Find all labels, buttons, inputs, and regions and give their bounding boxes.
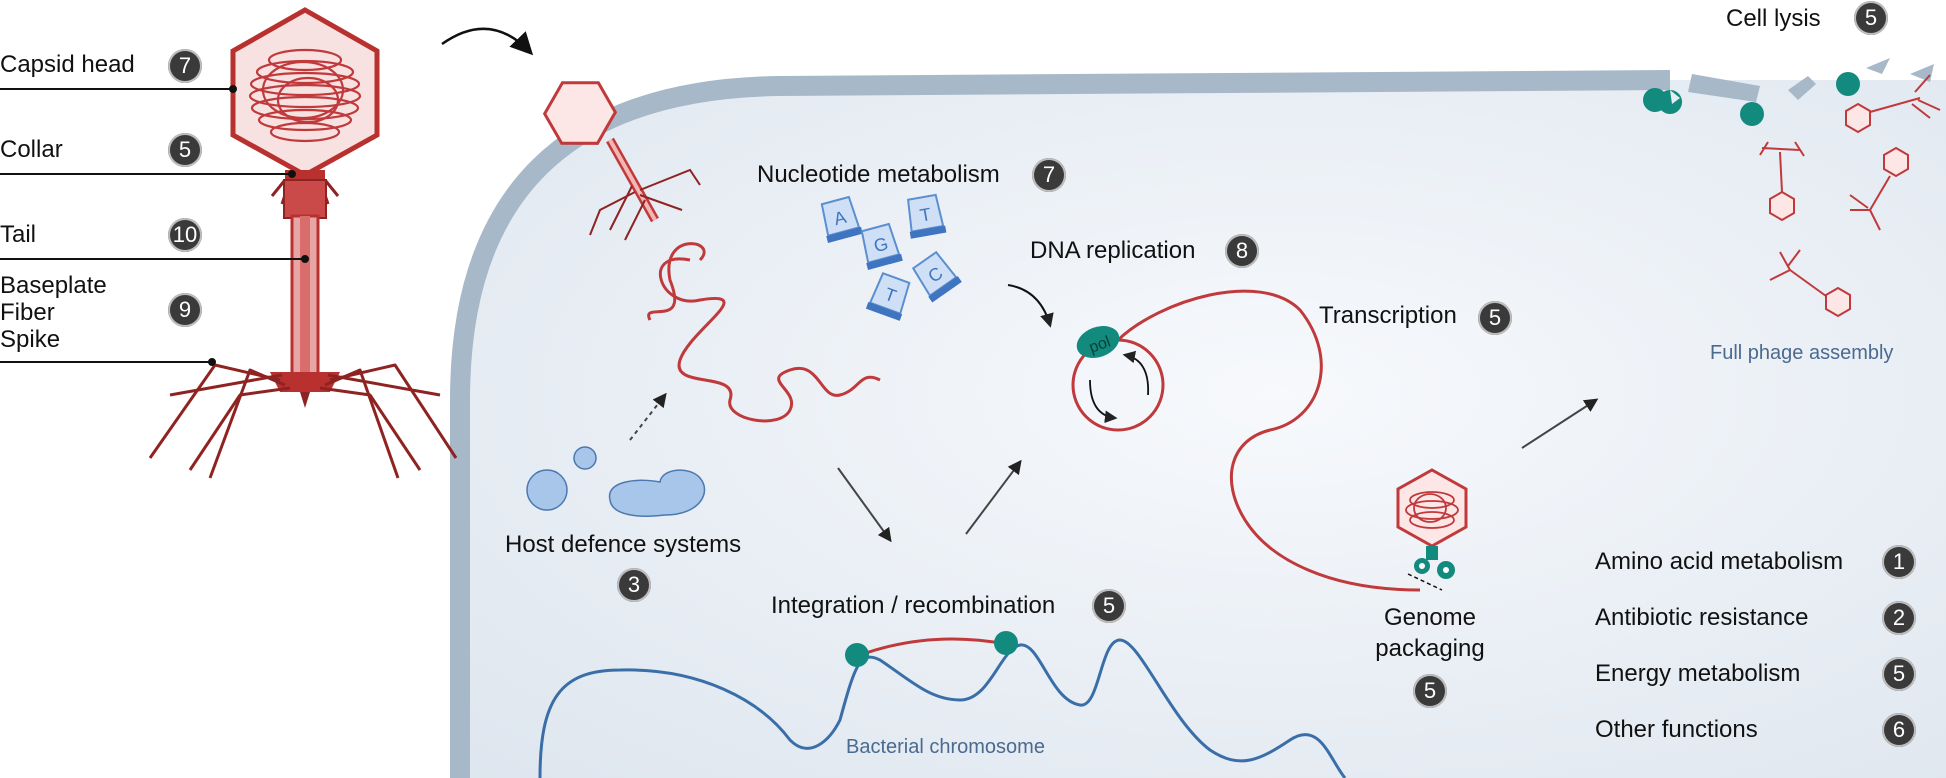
cell-wall-fragment [1910, 64, 1934, 82]
legend-item-label: Other functions [1595, 716, 1758, 743]
host-defence-label: Host defence systems [505, 531, 742, 558]
nucleotide-label: A [832, 207, 849, 229]
infecting-phage [441, 27, 701, 241]
nucleotide-c: C [911, 250, 962, 303]
capsid-head-count-badge: 7 [168, 49, 202, 83]
collar-whiskers [270, 179, 340, 205]
bacterial-chromosome [538, 631, 1347, 778]
released-phages [1759, 74, 1941, 318]
nucleotide-label: T [918, 204, 932, 226]
dna-coil-icon [248, 48, 362, 143]
nucleotide-t2: T [865, 272, 911, 321]
legend-item-badge: 6 [1882, 713, 1916, 747]
lysin-icons [1643, 72, 1860, 126]
dna-replication-label: DNA replication [1030, 237, 1196, 264]
cell-wall [450, 70, 1671, 778]
integration-label: Integration / recombination [771, 592, 1056, 619]
genome-packaging-label-line1: Genome [1383, 604, 1477, 631]
fiber-label: Fiber [0, 299, 55, 326]
nucleotide-metabolism-label: Nucleotide metabolism [757, 161, 1000, 188]
genome-packaging-label-line2: packaging [1375, 635, 1485, 662]
tail-count-badge: 10 [168, 218, 202, 252]
polymerase-icon: pol [1076, 326, 1120, 358]
legend-item-label: Amino acid metabolism [1595, 548, 1844, 575]
replication-arrow [1007, 284, 1054, 328]
legend-item-label: Energy metabolism [1595, 660, 1801, 687]
capsid-head-label: Capsid head [0, 51, 135, 78]
anatomy-leader-lines [0, 85, 309, 366]
collar-label: Collar [0, 136, 63, 163]
genome-packaging-badge: 5 [1413, 674, 1447, 708]
bacterial-cell [450, 58, 1946, 778]
rotation-arrow-left [1089, 379, 1118, 424]
cell-lysis-badge: 5 [1854, 1, 1888, 35]
host-defence-badge: 3 [617, 568, 651, 602]
phage-anatomy [0, 7, 458, 479]
nucleotide-metabolism-badge: 7 [1032, 158, 1066, 192]
baseplate-label: Baseplate [0, 272, 107, 299]
dna-replication-badge: 8 [1225, 234, 1259, 268]
full-phage-assembly-label: Full phage assembly [1710, 342, 1894, 364]
nucleotide-a: A [820, 195, 863, 243]
tail-label: Tail [0, 221, 37, 248]
defence-protein [526, 469, 568, 511]
baseplate-count-badge: 9 [168, 293, 202, 327]
tail-fibers [148, 363, 458, 479]
integration-to-replication-arrow [965, 459, 1022, 535]
cell-wall-fragment [1788, 76, 1816, 100]
bacterial-chromosome-label: Bacterial chromosome [846, 736, 1045, 758]
host-defence [526, 242, 881, 517]
integration-badge: 5 [1092, 589, 1126, 623]
infection-arrow [441, 27, 534, 56]
packaging-phage [1396, 468, 1468, 591]
defence-enzyme [608, 469, 706, 517]
phage-dna-strand [659, 257, 881, 423]
transcription-label: Transcription [1319, 302, 1457, 329]
integrated-prophage [859, 637, 1007, 657]
cell-lysis-label: Cell lysis [1726, 5, 1821, 32]
transcription-badge: 5 [1478, 301, 1512, 335]
nucleotide-t: T [906, 193, 947, 239]
integrase-icon [845, 643, 869, 667]
legend-item-badge: 2 [1882, 601, 1916, 635]
assembly-arrow [1521, 398, 1599, 449]
collar-count-badge: 5 [168, 133, 202, 167]
nucleotide-label: G [872, 233, 891, 256]
defence-arrow [629, 392, 667, 441]
defence-to-integration-arrow [837, 467, 892, 543]
spike [300, 392, 310, 408]
cell-wall-fragment [1688, 74, 1760, 102]
transcription-strand [1116, 289, 1421, 592]
cytoplasm [460, 80, 1946, 778]
nucleotides: A G T T C [820, 193, 962, 321]
spike-label: Spike [0, 326, 61, 353]
polymerase-label: pol [1087, 333, 1113, 356]
defence-protein-small [573, 446, 597, 470]
rotation-arrow-right [1122, 350, 1149, 396]
cell-wall-fragment [1866, 58, 1890, 74]
legend-item-badge: 5 [1882, 657, 1916, 691]
collar [285, 170, 325, 180]
nucleotide-g: G [860, 222, 903, 270]
legend-item-label: Antibiotic resistance [1595, 604, 1809, 631]
legend-item-badge: 1 [1882, 545, 1916, 579]
integrase-icon [994, 631, 1018, 655]
